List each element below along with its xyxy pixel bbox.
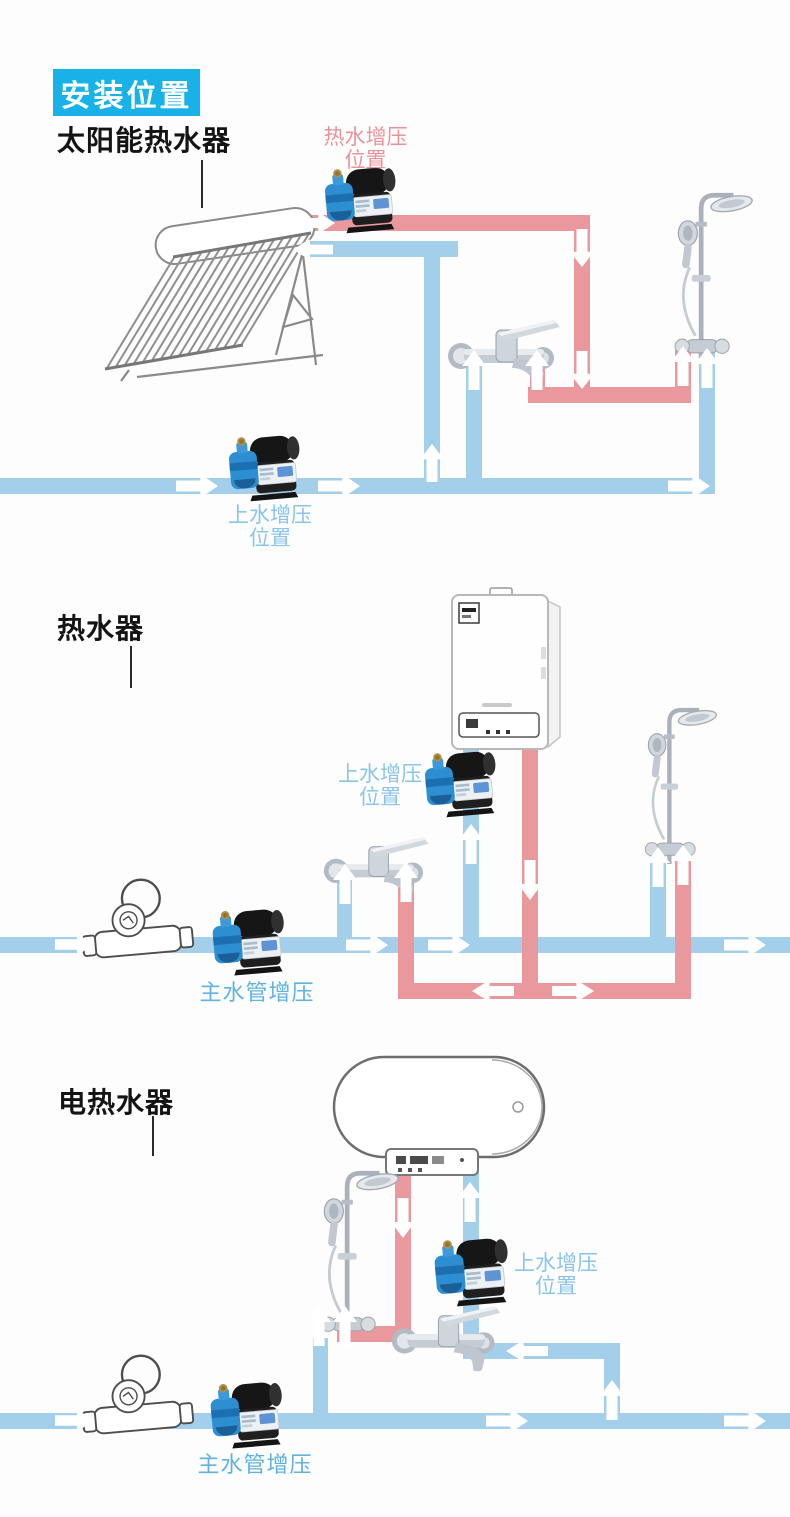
gas-water-heater-icon: [446, 587, 568, 757]
supply-boost-position-label: 上水增压 位置: [514, 1251, 598, 1298]
water-meter-icon: [80, 874, 196, 976]
booster-pump-icon: [434, 1234, 514, 1310]
mixer-faucet-icon: [446, 318, 570, 390]
booster-pump-icon: [212, 906, 290, 978]
booster-pump-icon: [424, 750, 502, 818]
title-pointer-line: [130, 646, 132, 688]
hot-pipe-segment: [675, 851, 691, 999]
section-title-gas: 热水器: [57, 612, 145, 645]
shower-set-icon: [650, 180, 758, 370]
booster-pump-icon: [228, 434, 306, 502]
cold-pipe-segment: [313, 1338, 328, 1429]
cold-main-pipe: [0, 937, 790, 953]
water-meter-icon: [80, 1350, 196, 1452]
section-title-solar: 太阳能热水器: [57, 124, 232, 157]
page-title-badge: 安装位置: [53, 69, 200, 116]
hot-pipe-segment: [398, 983, 691, 999]
section-title-electric: 电热水器: [58, 1086, 175, 1119]
cold-pipe-segment: [424, 241, 440, 494]
electric-water-heater-icon: [330, 1053, 562, 1181]
booster-pump-icon: [210, 1380, 288, 1450]
mixer-faucet-icon: [390, 1303, 510, 1375]
shower-set-icon: [622, 696, 722, 871]
cold-main-pipe: [0, 1413, 790, 1429]
mixer-faucet-icon: [322, 833, 438, 905]
title-pointer-line: [201, 160, 203, 208]
hot-boost-position-label: 热水增压 位置: [323, 125, 408, 172]
booster-pump-icon: [323, 166, 403, 234]
title-pointer-line: [152, 1116, 154, 1156]
main-pipe-boost-label: 主水管增压: [199, 981, 315, 1006]
cold-pipe-segment: [310, 241, 458, 257]
hot-pipe-segment: [528, 387, 691, 403]
solar-water-heater-icon: [104, 203, 328, 401]
supply-boost-position-label: 上水增压 位置: [228, 503, 312, 550]
main-pipe-boost-label: 主水管增压: [197, 1453, 313, 1478]
supply-boost-position-label: 上水增压 位置: [338, 762, 422, 809]
